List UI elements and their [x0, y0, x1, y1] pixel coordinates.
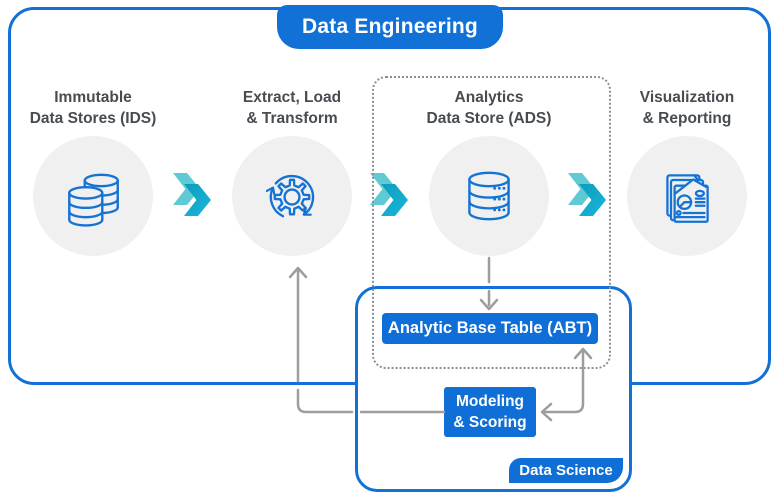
ads-dotted-region — [372, 76, 611, 369]
stage-circle-viz — [627, 136, 747, 256]
stage-label-line: & Transform — [246, 110, 338, 127]
databases-icon — [68, 173, 119, 227]
stage-label-line: Analytics — [454, 89, 524, 106]
stage-label-ads: Analytics Data Store (ADS) — [379, 87, 599, 129]
diagram-title: Data Engineering — [277, 5, 503, 49]
chevron-right-icon — [567, 172, 611, 220]
stage-label-line: Data Stores (IDS) — [29, 110, 157, 127]
abt-button: Analytic Base Table (ABT) — [382, 313, 598, 344]
stage-label-elt: Extract, Load & Transform — [182, 87, 402, 129]
report-icon — [666, 174, 709, 223]
stage-label-viz: Visualization & Reporting — [577, 87, 780, 129]
stage-label-line: Visualization — [639, 89, 735, 106]
stage-label-line: Extract, Load — [242, 89, 342, 106]
stage-label-line: Data Store (ADS) — [426, 110, 552, 127]
modeling-scoring-line: Modeling — [455, 393, 525, 410]
stage-label-line: & Reporting — [642, 110, 732, 127]
stage-circle-ids — [33, 136, 153, 256]
modeling-scoring-button: Modeling & Scoring — [444, 387, 536, 437]
stage-circle-elt — [232, 136, 352, 256]
gear-path — [273, 178, 311, 216]
stage-label-line: Immutable — [54, 89, 132, 106]
data-science-tag: Data Science — [509, 458, 623, 483]
chevron-right-icon — [172, 172, 216, 220]
stage-circle-ads — [429, 136, 549, 256]
database-icon — [468, 171, 510, 221]
modeling-scoring-line: & Scoring — [453, 414, 527, 431]
stage-label-ids: Immutable Data Stores (IDS) — [0, 87, 203, 129]
elt-cycle-icon — [259, 174, 315, 218]
chevron-right-icon — [369, 172, 413, 220]
